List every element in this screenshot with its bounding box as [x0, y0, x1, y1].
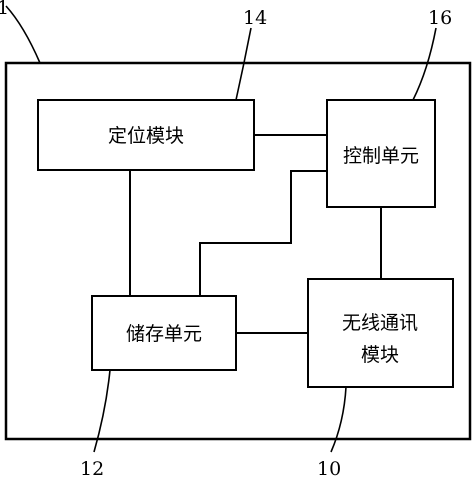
leader-positioning — [235, 27, 252, 101]
leader-control — [412, 27, 437, 101]
wireless-module-label-line1: 无线通讯 — [342, 312, 418, 334]
link-storage-control — [199, 170, 327, 296]
block-wireless-module: 无线通讯 模块 — [307, 278, 454, 388]
reference-leaders — [5, 5, 437, 453]
ref-numeral-wireless: 10 — [317, 458, 341, 480]
ref-numeral-frame: 1 — [0, 0, 9, 19]
block-positioning-module: 定位模块 — [37, 99, 255, 171]
control-unit-box — [326, 99, 436, 208]
block-control-unit: 控制单元 — [326, 99, 436, 208]
wireless-module-box — [307, 278, 454, 388]
ref-numeral-positioning: 14 — [243, 7, 267, 29]
storage-unit-box — [91, 295, 237, 371]
device-frame — [4, 61, 472, 441]
leader-storage — [93, 369, 111, 453]
connections — [129, 134, 382, 334]
positioning-module-label: 定位模块 — [108, 125, 184, 147]
control-unit-label: 控制单元 — [343, 145, 419, 167]
ref-numeral-storage: 12 — [80, 458, 104, 480]
positioning-module-box — [37, 99, 255, 171]
ref-numeral-control: 16 — [428, 7, 452, 29]
leader-frame — [5, 5, 41, 64]
wireless-module-label-line2: 模块 — [361, 344, 399, 366]
leader-wireless — [330, 386, 347, 453]
block-storage-unit: 储存单元 — [91, 295, 237, 371]
storage-unit-label: 储存单元 — [126, 323, 202, 345]
